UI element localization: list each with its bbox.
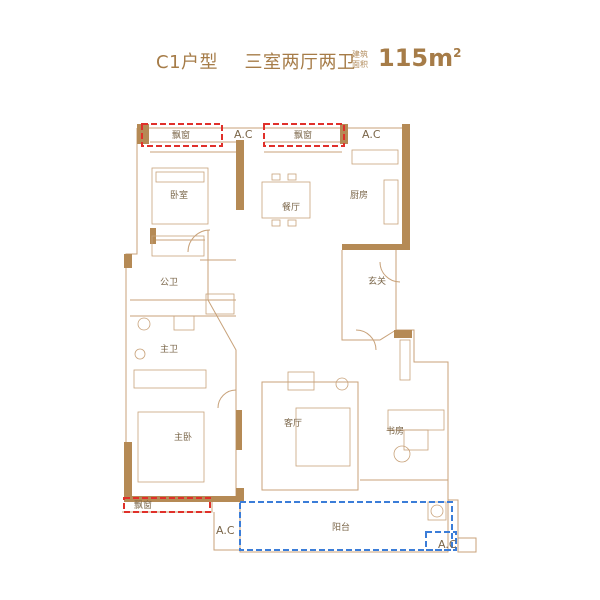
layout-desc: 三室两厅两卫 (244, 52, 356, 73)
label-kitchen: 厨房 (350, 189, 368, 201)
label-bay-window-1: 飘窗 (172, 129, 190, 141)
area-unit-sup: 2 (453, 46, 462, 60)
label-bay-window-3: 飘窗 (134, 499, 152, 511)
label-master-bath: 主卫 (160, 343, 178, 355)
label-ac-top-2: A.C (362, 128, 381, 141)
label-ac-bottom-left: A.C (216, 524, 235, 537)
label-study: 书房 (386, 425, 404, 437)
label-bedroom: 卧室 (170, 189, 188, 201)
label-ac-bottom-right: A.C (438, 538, 457, 551)
label-bay-window-2: 飘窗 (294, 129, 312, 141)
area-value: 115m2 (378, 44, 461, 72)
label-ac-top-1: A.C (234, 128, 253, 141)
label-balcony: 阳台 (332, 521, 350, 533)
label-dining: 餐厅 (282, 201, 300, 213)
area-label-2: 面积 (352, 60, 368, 69)
unit-title: C1户型 三室两厅两卫 (156, 48, 356, 74)
area-label-1: 建筑 (352, 50, 368, 59)
label-public-bath: 公卫 (160, 277, 178, 288)
area-number: 115 (378, 44, 429, 72)
label-entrance: 玄关 (368, 275, 386, 287)
label-living: 客厅 (284, 417, 302, 429)
unit-type: C1户型 (156, 52, 219, 73)
label-master-bedroom: 主卧 (174, 431, 192, 443)
area-unit: m (428, 44, 454, 72)
header: C1户型 三室两厅两卫 建筑 面积 115m2 (0, 44, 600, 84)
